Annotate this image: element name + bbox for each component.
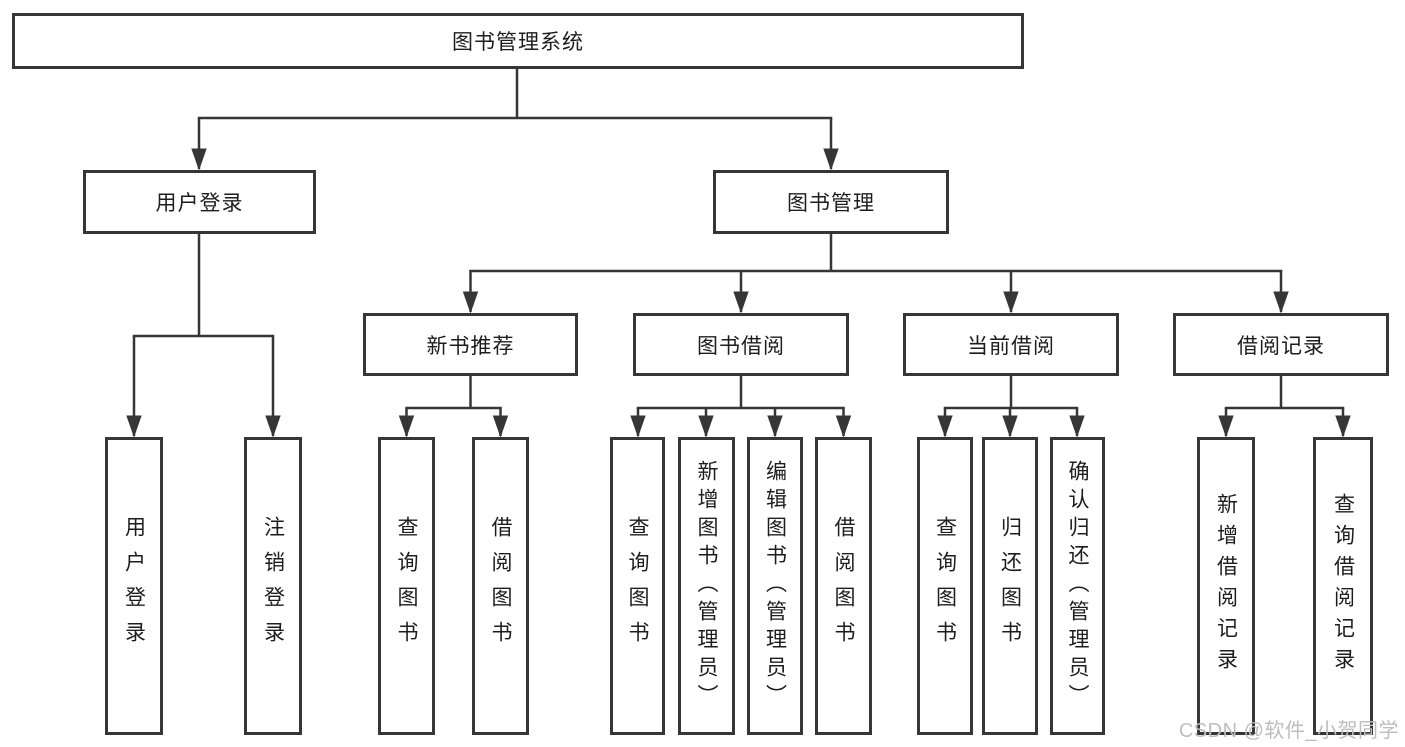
- node-user-login: 用户登录: [83, 170, 316, 234]
- node-label: 借阅记录: [1237, 334, 1325, 358]
- edge-userlogin-to-leaves: [126, 234, 281, 438]
- node-root-system: 图书管理系统: [12, 13, 1024, 69]
- node-label: 用户登录: [155, 192, 244, 215]
- node-label: 确认归还（管理员）: [1066, 460, 1089, 712]
- leaf-query-books-1: 查询图书: [378, 437, 435, 735]
- edge-record-to-leaves: [1218, 376, 1351, 438]
- leaf-edit-book-admin: 编辑图书（管理员）: [747, 437, 803, 735]
- node-label: 当前借阅: [967, 334, 1055, 358]
- node-label: 图书管理系统: [452, 31, 584, 54]
- leaf-query-books-2: 查询图书: [610, 437, 665, 735]
- node-label: 图书借阅: [697, 334, 785, 358]
- node-label: 查询借阅记录: [1331, 493, 1355, 679]
- edge-newbook-to-leaves: [398, 376, 509, 438]
- leaf-borrow-books-1: 借阅图书: [472, 437, 529, 735]
- node-current-borrowing: 当前借阅: [903, 313, 1119, 376]
- node-new-book-recommend: 新书推荐: [363, 313, 578, 376]
- leaf-query-borrow-record: 查询借阅记录: [1313, 437, 1373, 735]
- node-label: 归还图书: [998, 516, 1022, 656]
- node-book-borrowing: 图书借阅: [633, 313, 849, 376]
- node-label: 借阅图书: [832, 516, 855, 656]
- edge-current-to-leaves: [937, 376, 1085, 438]
- leaf-return-books: 归还图书: [982, 437, 1038, 735]
- edge-root-to-level2: [191, 69, 839, 171]
- leaf-borrow-books-2: 借阅图书: [815, 437, 872, 735]
- leaf-user-login: 用户登录: [105, 437, 163, 735]
- leaf-add-book-admin: 新增图书（管理员）: [678, 437, 735, 735]
- node-label: 新增借阅记录: [1214, 493, 1238, 679]
- node-label: 查询图书: [626, 516, 649, 656]
- node-label: 图书管理: [787, 192, 875, 215]
- node-label: 借阅图书: [489, 516, 512, 656]
- node-borrowing-records: 借阅记录: [1173, 313, 1389, 376]
- leaf-query-books-3: 查询图书: [917, 437, 973, 735]
- leaf-logout: 注销登录: [244, 437, 302, 735]
- node-label: 查询图书: [395, 516, 418, 656]
- edge-bookmgmt-to-level3: [462, 234, 1289, 314]
- node-label: 注销登录: [261, 516, 285, 656]
- csdn-watermark: CSDN @软件_小贺同学: [1178, 720, 1399, 742]
- node-label: 用户登录: [122, 516, 146, 656]
- node-label: 新书推荐: [426, 334, 515, 358]
- node-label: 查询图书: [933, 516, 957, 656]
- leaf-confirm-return-admin: 确认归还（管理员）: [1050, 437, 1105, 735]
- node-book-management: 图书管理: [713, 170, 949, 234]
- edge-borrow-to-leaves: [630, 376, 852, 438]
- leaf-add-borrow-record: 新增借阅记录: [1197, 437, 1255, 735]
- node-label: 编辑图书（管理员）: [763, 460, 787, 712]
- node-label: 新增图书（管理员）: [695, 460, 718, 712]
